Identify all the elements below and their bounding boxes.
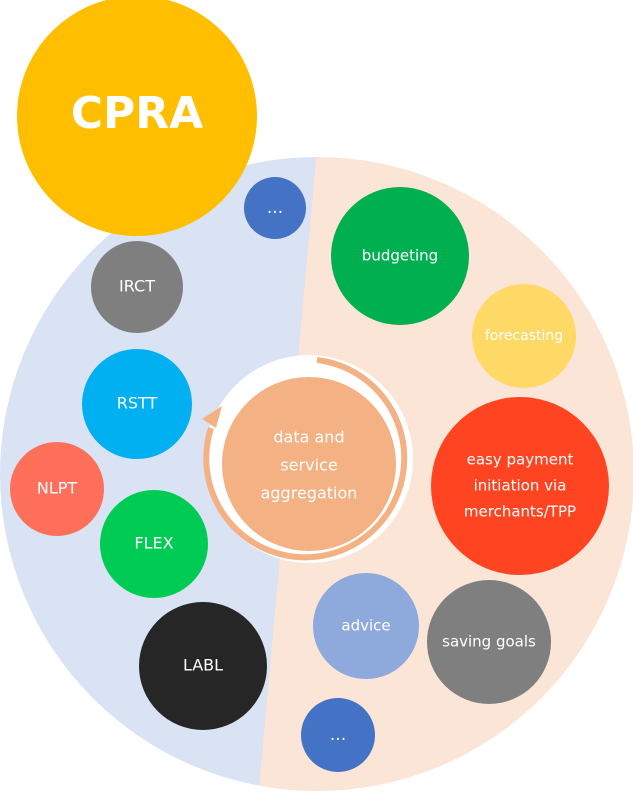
left-item-flex: FLEX [100,490,208,598]
left-items-group: ... IRCT RSTT NLPT FLEX LABL [10,177,306,730]
center-label-line-2: service [280,456,337,475]
rstt-circle [82,349,192,459]
left-item-nlpt: NLPT [10,442,104,536]
center-group: data and service aggregation [202,355,413,563]
right-items-group: budgeting forecasting easy payment initi… [301,187,609,772]
right-ellipsis-label: ... [330,725,346,745]
saving-goals-circle [427,580,551,704]
advice-label: advice [341,617,390,635]
left-item-labl: LABL [139,602,267,730]
budgeting-label: budgeting [362,247,438,265]
right-item-budgeting: budgeting [331,187,469,325]
center-circle [222,377,396,551]
title-circle [17,0,257,236]
right-item-forecasting: forecasting [472,284,576,388]
left-ellipsis-circle [244,177,306,239]
irct-label: IRCT [119,277,155,296]
right-item-ellipsis: ... [301,698,375,772]
budgeting-circle [331,187,469,325]
rstt-label: RSTT [117,394,158,413]
center-arrow-ring [203,357,408,561]
left-item-ellipsis: ... [244,177,306,239]
right-item-advice: advice [313,573,419,679]
saving-goals-label: saving goals [442,633,536,651]
advice-circle [313,573,419,679]
forecasting-label: forecasting [485,328,563,344]
easy-payment-label-line-2: initiation via [474,477,567,495]
left-item-rstt: RSTT [82,349,192,459]
irct-circle [91,241,183,333]
title-badge: CPRA [17,0,257,236]
easy-payment-label-line-1: easy payment [467,451,574,469]
left-item-irct: IRCT [91,241,183,333]
right-item-saving-goals: saving goals [427,580,551,704]
easy-payment-circle [431,397,609,575]
center-label-line-3: aggregation [261,484,358,503]
easy-payment-label-line-3: merchants/TPP [464,503,576,521]
right-item-easy-payment: easy payment initiation via merchants/TP… [431,397,609,575]
nlpt-circle [10,442,104,536]
left-ellipsis-label: ... [267,198,283,218]
center-label-line-1: data and [273,428,344,447]
page-title: CPRA [71,88,203,139]
forecasting-circle [472,284,576,388]
flex-label: FLEX [134,534,173,553]
labl-label: LABL [183,656,223,675]
center-arrow-head [202,406,222,428]
flex-circle [100,490,208,598]
nlpt-label: NLPT [37,479,78,498]
labl-circle [139,602,267,730]
right-ellipsis-circle [301,698,375,772]
